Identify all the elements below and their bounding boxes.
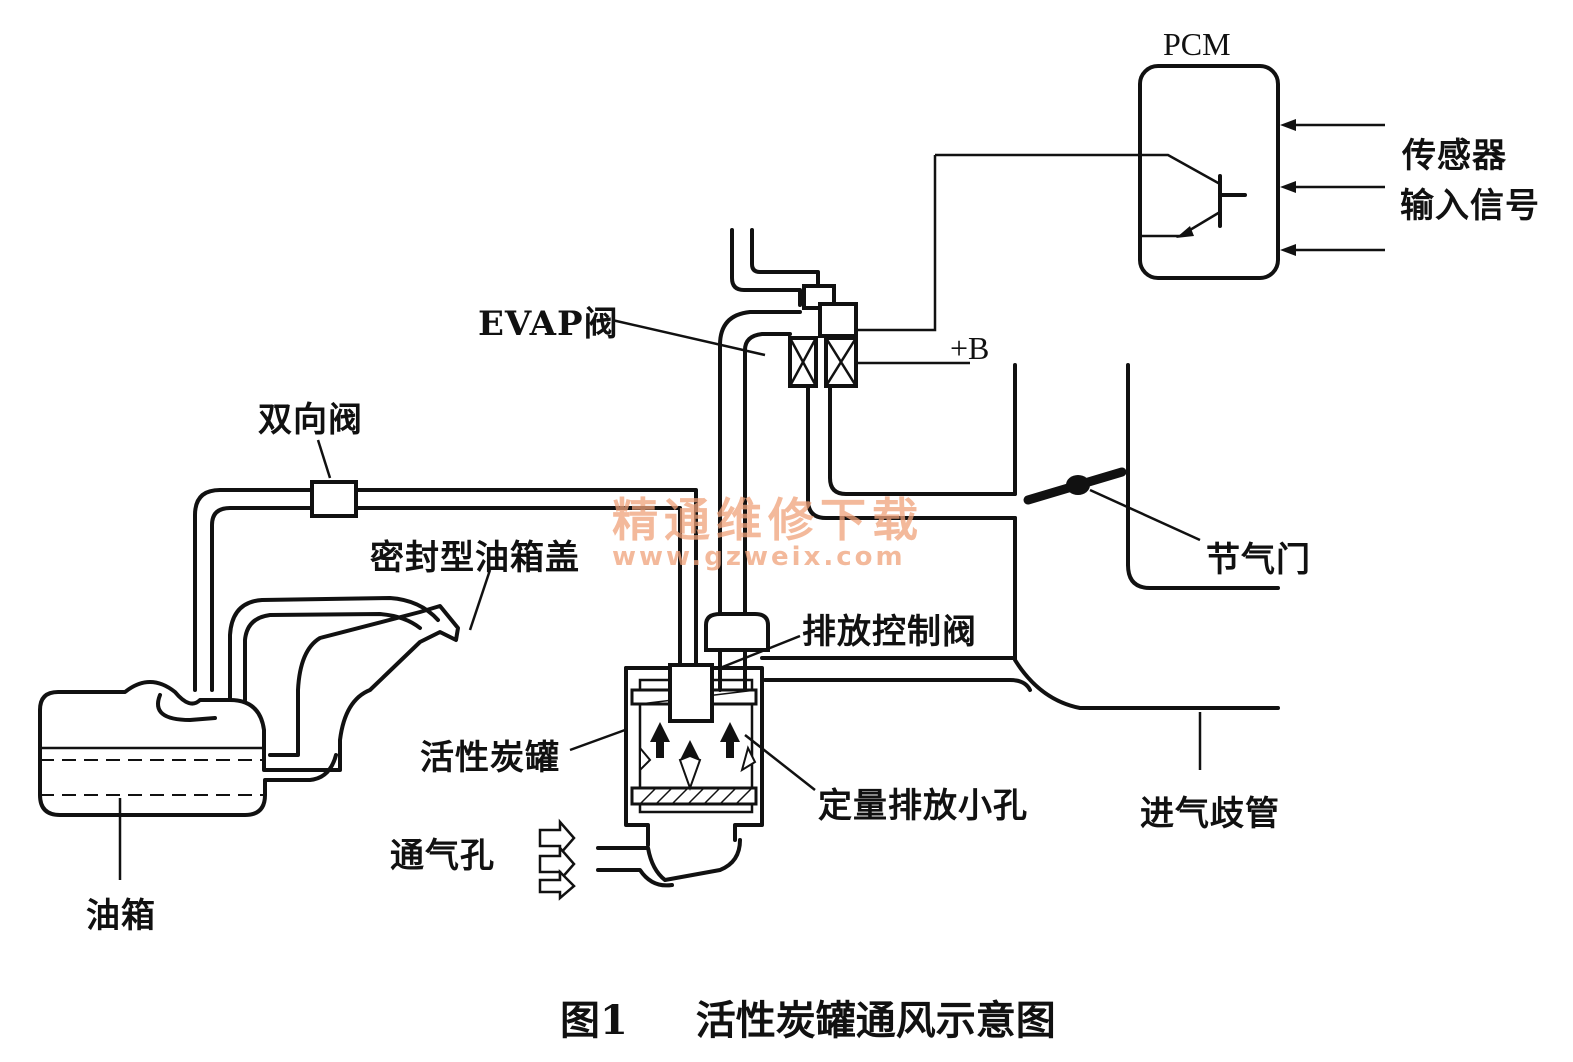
vent-arrow-icon: [538, 818, 576, 901]
intake-manifold: [760, 363, 1280, 710]
watermark-url: www.gzweix.com: [612, 542, 906, 572]
throttle-label: 节气门: [1206, 540, 1311, 580]
metered-orifice-label: 定量排放小孔: [818, 786, 1028, 826]
pcm-box: [935, 64, 1385, 280]
fuel-tank-label: 油箱: [86, 896, 156, 936]
pcm-label: PCM: [1163, 26, 1231, 62]
pcm-control-wire: [858, 155, 937, 332]
intake-manifold-label: 进气歧管: [1140, 794, 1280, 834]
charcoal-canister: [569, 612, 816, 847]
evap-leader-line: [611, 318, 766, 357]
purge-line-to-intake: [806, 384, 1017, 520]
charcoal-canister-label: 活性炭罐: [420, 738, 560, 778]
sensor-label-line1: 传感器: [1402, 136, 1507, 176]
figure-caption: 图1 活性炭罐通风示意图: [560, 988, 1056, 1046]
solenoid-coil-icon: [788, 336, 818, 388]
sensor-label-line2: 输入信号: [1400, 186, 1540, 226]
watermark-title: 精通维修下载: [612, 493, 924, 547]
upper-air-tube: [730, 228, 858, 338]
vent-pipe: [538, 818, 742, 901]
fuel-tank: [38, 569, 492, 880]
purge-control-valve-label: 排放控制阀: [802, 612, 977, 652]
evap-valve-label: EVAP阀: [478, 304, 619, 344]
purge-control-valve: [668, 663, 714, 723]
two-way-valve-label: 双向阀: [258, 400, 363, 440]
evap-valve: [788, 336, 858, 388]
sealed-fuel-cap-label: 密封型油箱盖: [370, 538, 580, 578]
transistor-icon: [935, 153, 1247, 238]
solenoid-coil-icon: [824, 336, 858, 388]
figure-title: 活性炭罐通风示意图: [695, 997, 1056, 1044]
two-way-valve: [310, 480, 358, 518]
throttle-plate-icon: [1023, 467, 1201, 542]
plus-b-label: +B: [950, 330, 990, 366]
vapor-line: [193, 439, 698, 692]
sensor-input-arrows: [1280, 119, 1385, 256]
figure-number: 图1: [560, 997, 628, 1044]
vent-label: 通气孔: [390, 836, 495, 876]
